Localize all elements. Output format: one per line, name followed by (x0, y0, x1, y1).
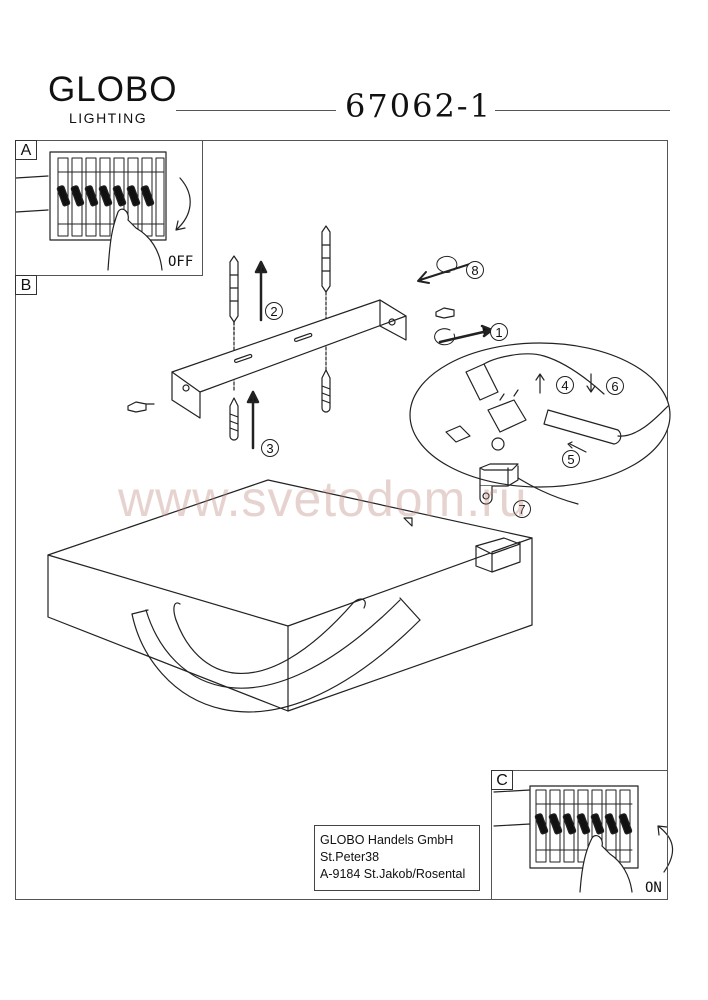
panel-b-label: B (15, 275, 37, 295)
step-3-number: 3 (261, 439, 279, 457)
fuse-box-off-illustration (15, 151, 191, 271)
header-rule-right (495, 110, 670, 111)
wiring-detail-bubble (409, 342, 671, 488)
step-4-number: 4 (556, 376, 574, 394)
panel-c-frame (491, 770, 668, 900)
step-1-number: 1 (490, 323, 508, 341)
step-5-number: 5 (562, 450, 580, 468)
connector-box (479, 463, 579, 505)
model-number: 67062-1 (345, 87, 492, 125)
screw-arrows (417, 255, 494, 346)
header-rule-left (176, 110, 336, 111)
brand-name: GLOBO (48, 70, 178, 109)
step-8-number: 8 (466, 261, 484, 279)
address-line-1: GLOBO Handels GmbH (320, 833, 454, 847)
watermark: www.svetodom.ru (118, 471, 528, 527)
lamp-body (47, 479, 533, 713)
address-line-3: A-9184 St.Jakob/Rosental (320, 867, 466, 881)
panel-c-label: C (491, 770, 513, 790)
off-label: OFF (168, 254, 194, 270)
panel-a-frame (15, 140, 203, 276)
panel-a-label: A (15, 140, 37, 160)
manufacturer-address: GLOBO Handels GmbH St.Peter38 A-9184 St.… (314, 825, 480, 891)
address-line-2: St.Peter38 (320, 850, 380, 864)
step-7-number: 7 (513, 500, 531, 518)
fuse-box-on-illustration (493, 785, 674, 893)
globo-logo: GLOBO LIGHTING (48, 70, 178, 127)
mounting-bracket (127, 299, 455, 419)
on-label: ON (645, 880, 662, 896)
brand-sub: LIGHTING (69, 110, 148, 126)
step-6-number: 6 (606, 377, 624, 395)
step-2-number: 2 (265, 302, 283, 320)
instruction-frame (15, 140, 668, 900)
